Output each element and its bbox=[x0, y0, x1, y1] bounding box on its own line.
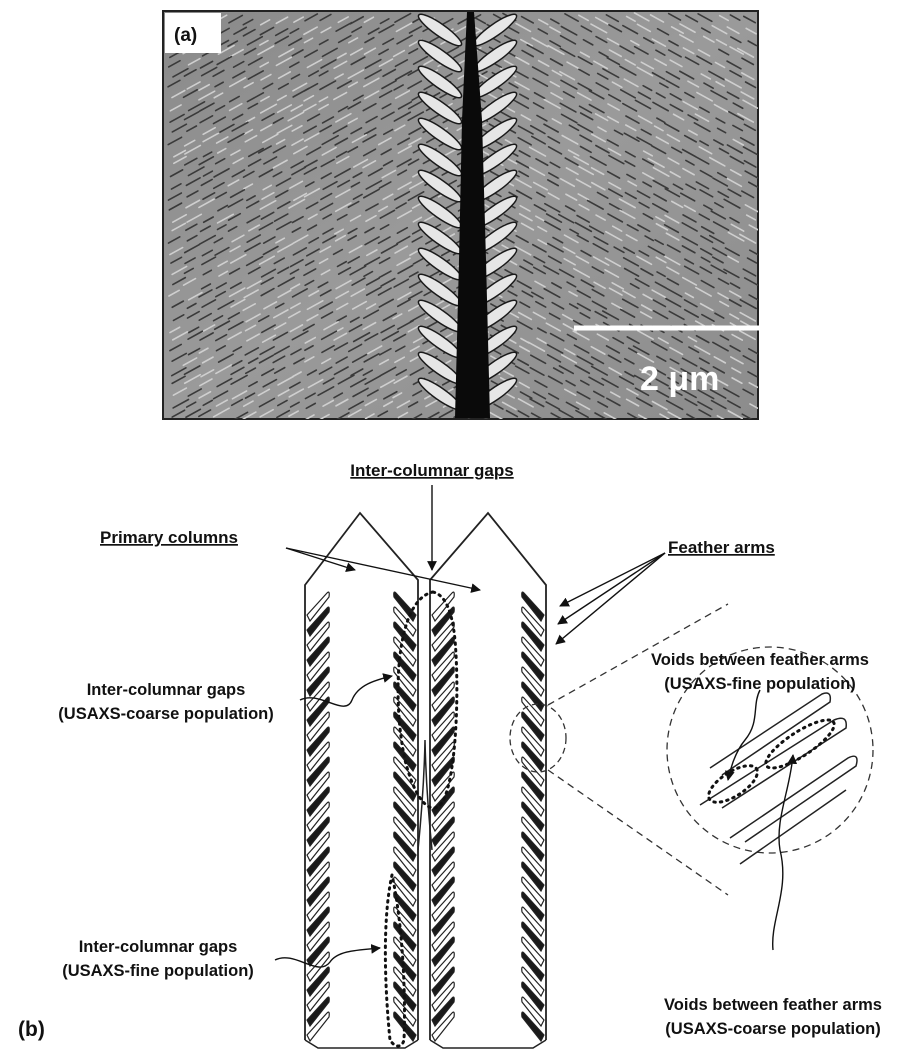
right-column-base bbox=[430, 1040, 546, 1048]
zoom-line-bottom bbox=[548, 770, 728, 895]
scale-bar-label: 2 μm bbox=[640, 360, 719, 398]
label-voids-coarse-line1: Voids between feather arms bbox=[664, 996, 882, 1014]
label-voids-fine-line1: Voids between feather arms bbox=[651, 651, 869, 669]
label-primary-columns: Primary columns bbox=[100, 528, 238, 547]
label-coarse-gaps-line1: Inter-columnar gaps bbox=[87, 681, 246, 699]
panel-b-label: (b) bbox=[18, 1018, 45, 1041]
label-coarse-gaps-line2: (USAXS-coarse population) bbox=[58, 705, 273, 723]
left-column-base bbox=[305, 1040, 418, 1048]
arrow-feather-1 bbox=[560, 553, 665, 606]
label-voids-coarse-line2: (USAXS-coarse population) bbox=[665, 1020, 880, 1038]
panel-a-label: (a) bbox=[174, 25, 197, 46]
label-inter-columnar-gaps-top: Inter-columnar gaps bbox=[350, 461, 513, 480]
arrow-primary-left bbox=[286, 548, 355, 570]
schematic-panel: Inter-columnar gaps Primary columns Feat… bbox=[18, 461, 882, 1048]
label-fine-gaps-line2: (USAXS-fine population) bbox=[62, 962, 254, 980]
feather-arm-set bbox=[307, 592, 544, 1041]
arrow-feather-3 bbox=[556, 553, 665, 644]
label-fine-gaps-line1: Inter-columnar gaps bbox=[79, 938, 238, 956]
micrograph-panel: (a) 2 μm bbox=[163, 10, 765, 421]
arrow-primary-right bbox=[286, 548, 480, 590]
label-voids-fine-line2: (USAXS-fine population) bbox=[664, 675, 856, 693]
label-feather-arms: Feather arms bbox=[668, 538, 775, 557]
arrow-feather-2 bbox=[558, 553, 665, 624]
